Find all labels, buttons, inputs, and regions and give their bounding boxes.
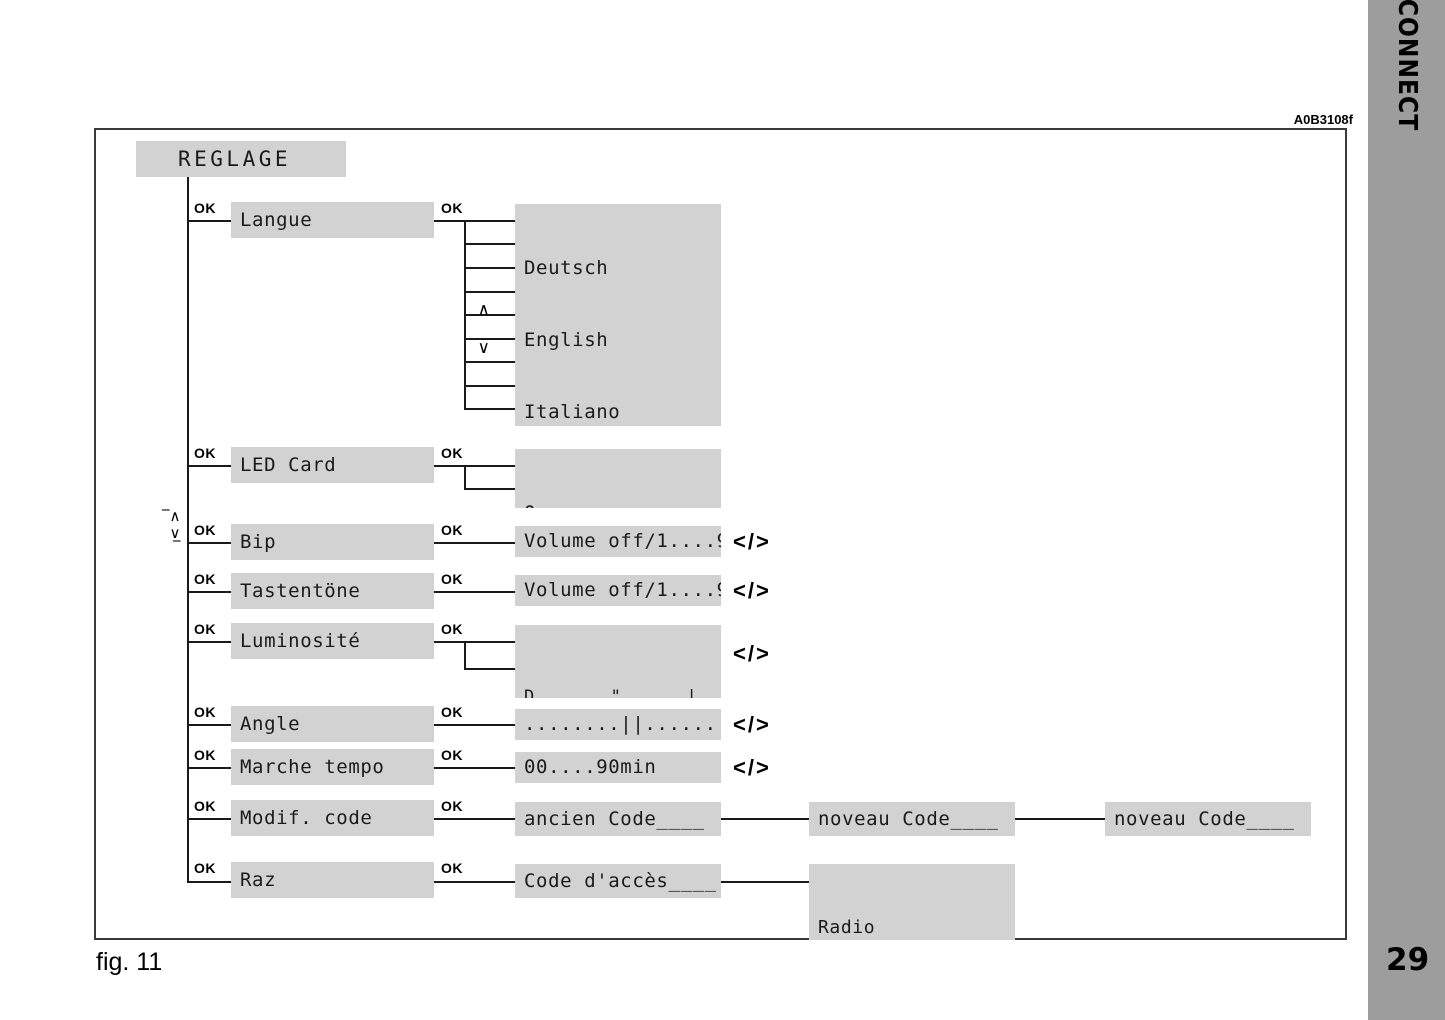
langue-stub-7 [464,361,515,363]
node-luminosite[interactable]: Luminosité [231,623,434,659]
connector-luminosite-to-options [434,641,480,643]
ok-label-modif-code-step1: OK [441,798,463,814]
branch-line-marche-tempo [187,767,231,769]
node-led-card-options-panel[interactable]: On Off [515,449,721,508]
menu-scroll-arrows[interactable]: ̅∧∨̲ [169,507,181,542]
ok-label-bip-value: OK [441,522,463,538]
ok-label-led-card: OK [194,445,216,461]
node-led-card[interactable]: LED Card [231,447,434,483]
option-deutsch[interactable]: Deutsch [524,257,609,279]
option-italiano[interactable]: Italiano [524,401,621,423]
branch-line-angle [187,724,231,726]
luminosite-adjust-arrows[interactable]: </> [733,641,771,666]
ok-label-langue-options: OK [441,200,463,216]
tastentone-adjust-arrows[interactable]: </> [733,578,771,603]
node-modif-code-step-old[interactable]: ancien Code____ [515,802,721,836]
angle-adjust-arrows[interactable]: </> [733,712,771,737]
node-reglage-root[interactable]: REGLAGE [136,141,346,177]
node-luminosite-options-panel[interactable]: D......."......| N.....|..."... [515,625,721,698]
node-modif-code-step-new2[interactable]: noveau Code____ [1105,802,1311,836]
ok-label-raz-code: OK [441,860,463,876]
luminosite-stub-2 [464,668,515,670]
connector-langue-to-options [434,220,480,222]
branch-line-langue [187,220,231,222]
figure-reference-code: A0B3108f [1293,112,1353,127]
langue-scroll-down-icon[interactable]: ∨ [477,338,490,358]
option-on[interactable]: On [524,501,721,508]
menu-tree-diagram: REGLAGE ̅∧∨̲ OK Langue OK Deutsch Englis… [96,130,1345,940]
connector-raz-code-to-targets [721,881,809,883]
led-card-stub-1 [464,465,515,467]
node-tastentone-value[interactable]: Volume off/1....9 [515,575,721,606]
langue-stub-9 [464,408,515,410]
ok-label-luminosite: OK [194,621,216,637]
langue-stub-1 [464,220,515,222]
sidebar-section-title: CONNECT [1391,0,1422,132]
langue-stub-4 [464,291,515,293]
node-langue-options-panel[interactable]: Deutsch English Italiano Français Españo… [515,204,721,426]
node-modif-code[interactable]: Modif. code [231,800,434,836]
ok-label-modif-code: OK [194,798,216,814]
figure-caption: fig. 11 [96,948,163,976]
node-marche-tempo-value[interactable]: 00....90min [515,752,721,783]
page-number: 29 [1386,942,1430,978]
connector-step1-to-step2 [721,818,809,820]
branch-line-raz [187,881,231,883]
node-angle-value[interactable]: ........||...... [515,709,721,740]
option-english[interactable]: English [524,329,609,351]
ok-label-luminosite-options: OK [441,621,463,637]
led-card-stub-2 [464,488,515,490]
ok-label-bip: OK [194,522,216,538]
connector-modif-code-to-step1 [434,818,515,820]
marche-tempo-adjust-arrows[interactable]: </> [733,755,771,780]
luminosite-options-spine [464,641,466,670]
connector-bip-to-value [434,542,515,544]
connector-tastentone-to-value [434,591,515,593]
figure-frame: REGLAGE ̅∧∨̲ OK Langue OK Deutsch Englis… [94,128,1347,940]
luminosite-stub-1 [464,641,515,643]
connector-led-card-to-options [434,465,480,467]
ok-label-marche-tempo-value: OK [441,747,463,763]
ok-label-tastentone: OK [194,571,216,587]
langue-stub-3 [464,267,515,269]
ok-label-angle: OK [194,704,216,720]
connector-step2-to-step3 [1015,818,1105,820]
node-tastentone[interactable]: Tastentöne [231,573,434,609]
ok-label-tastentone-value: OK [441,571,463,587]
branch-line-bip [187,542,231,544]
node-raz-access-code[interactable]: Code d'accès____ [515,864,721,898]
node-langue[interactable]: Langue [231,202,434,238]
option-luminosite-day[interactable]: D......."......| [524,687,698,698]
langue-stub-6 [464,338,515,340]
branch-line-led-card [187,465,231,467]
connector-raz-to-code [434,881,515,883]
option-raz-radio[interactable]: Radio [818,917,876,938]
ok-label-led-card-options: OK [441,445,463,461]
node-bip[interactable]: Bip [231,524,434,560]
node-raz-targets-panel[interactable]: Radio Phone SIM Card [809,864,1015,940]
langue-stub-5 [464,314,515,316]
ok-label-langue: OK [194,200,216,216]
trunk-vertical-line [187,177,189,883]
led-card-options-spine [464,465,466,490]
langue-scroll-up-icon[interactable]: ∧ [477,300,490,320]
branch-line-luminosite [187,641,231,643]
node-raz[interactable]: Raz [231,862,434,898]
connector-angle-to-value [434,724,515,726]
node-bip-value[interactable]: Volume off/1....9 [515,526,721,557]
connector-marche-tempo-to-value [434,767,515,769]
langue-scroll-arrows[interactable]: ∧ ∨ [445,282,489,377]
ok-label-raz: OK [194,860,216,876]
langue-stub-2 [464,243,515,245]
node-marche-tempo[interactable]: Marche tempo [231,749,434,785]
ok-label-marche-tempo: OK [194,747,216,763]
node-angle[interactable]: Angle [231,706,434,742]
page-sidebar: CONNECT 29 [1368,0,1445,1020]
ok-label-angle-value: OK [441,704,463,720]
bip-adjust-arrows[interactable]: </> [733,529,771,554]
node-modif-code-step-new1[interactable]: noveau Code____ [809,802,1015,836]
langue-stub-8 [464,385,515,387]
branch-line-tastentone [187,591,231,593]
branch-line-modif-code [187,818,231,820]
